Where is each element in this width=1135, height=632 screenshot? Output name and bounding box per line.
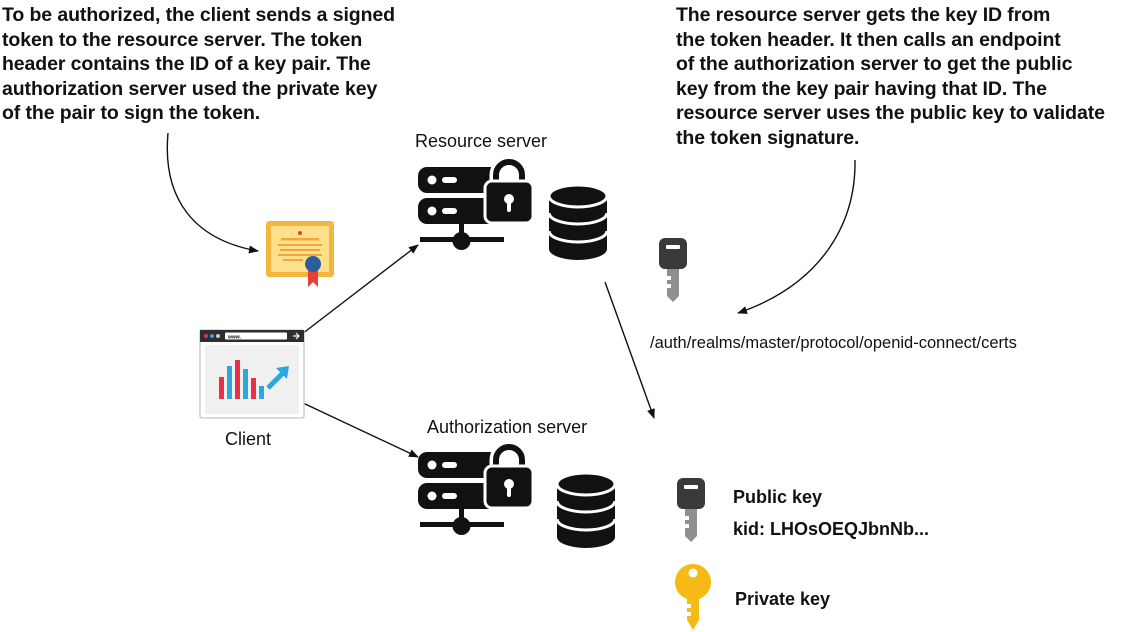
private-key-icon xyxy=(674,564,711,630)
resource-server-label: Resource server xyxy=(415,131,548,151)
authorization-server-icon xyxy=(418,447,533,535)
public-key-icon xyxy=(677,478,705,542)
client-to-resource-arrow xyxy=(301,244,419,335)
certificate-token-icon xyxy=(266,221,334,287)
client-label: Client xyxy=(225,429,272,449)
private-key-label: Private key xyxy=(735,589,831,609)
note-to-token-arrow xyxy=(166,132,259,254)
public-key-fetched-icon xyxy=(659,238,687,302)
resource-to-keys-arrow xyxy=(604,281,655,419)
authorization-database-icon xyxy=(555,471,617,550)
authorization-server-label: Authorization server xyxy=(427,417,588,437)
resource-server-icon xyxy=(418,162,533,250)
browser-chart-icon: www. xyxy=(199,329,305,419)
browser-url-text: www. xyxy=(227,334,241,340)
client-auth-note: To be authorized, the client sends a sig… xyxy=(2,4,395,124)
resource-database-icon xyxy=(547,183,609,262)
certs-endpoint-label: /auth/realms/master/protocol/openid-conn… xyxy=(650,334,1017,352)
public-key-label: Public key xyxy=(733,487,823,507)
note-to-endpoint-arrow xyxy=(737,159,856,314)
resource-validation-note: The resource server gets the key ID from… xyxy=(676,4,1105,149)
client-to-authorization-arrow xyxy=(302,402,419,458)
key-id-label: kid: LHOsOEQJbnNb... xyxy=(733,519,930,539)
